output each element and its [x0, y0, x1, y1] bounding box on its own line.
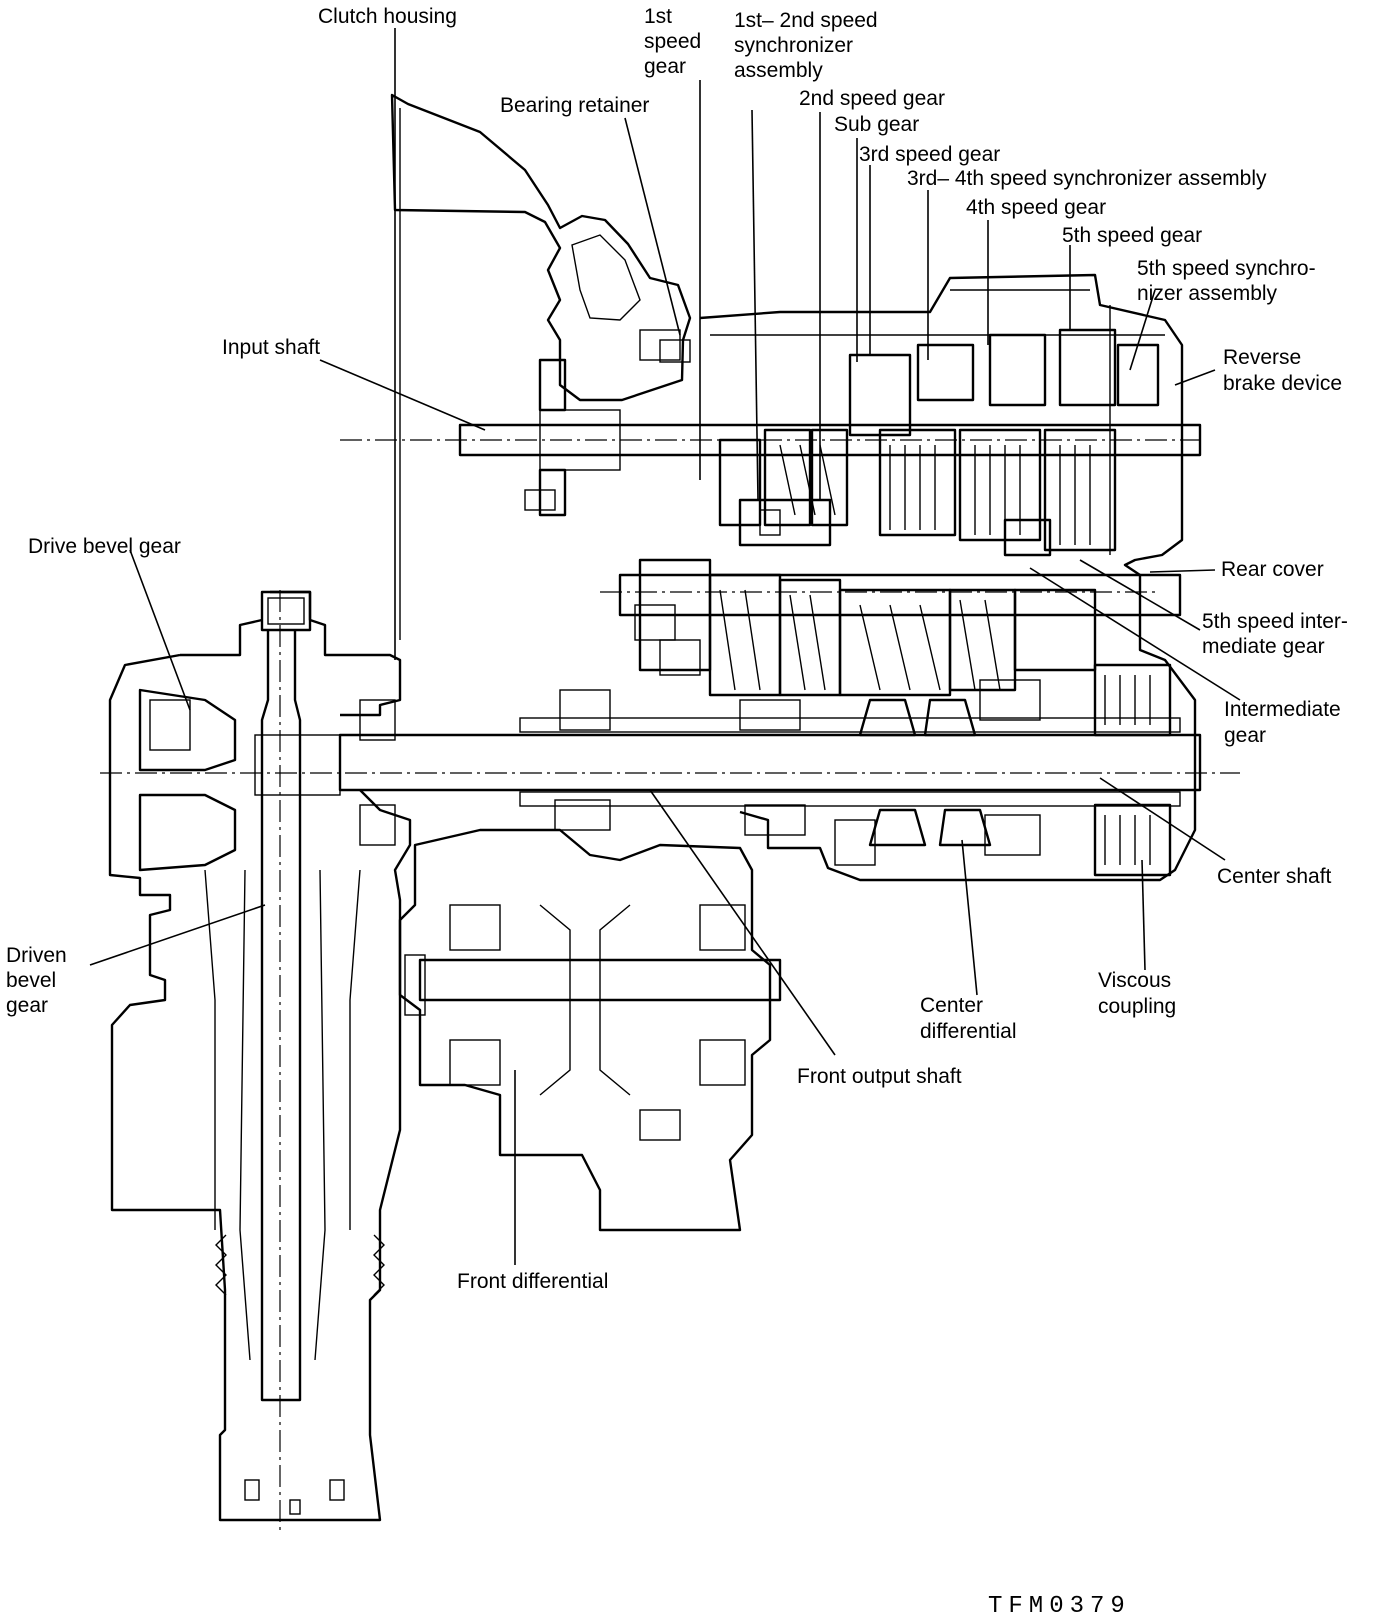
label-drive-bevel-gear: Drive bevel gear	[28, 535, 181, 558]
label-viscous-coupling: Viscous coupling	[1098, 969, 1177, 1018]
label-first-speed-gear: 1st speed gear	[644, 5, 707, 78]
label-rear-cover: Rear cover	[1221, 558, 1324, 581]
label-fifth-speed-synchronizer: 5th speed synchro- nizer assembly	[1137, 257, 1321, 305]
label-first-second-synchronizer: 1st– 2nd speed synchronizer assembly	[734, 9, 883, 82]
label-sub-gear: Sub gear	[834, 113, 919, 136]
callout-labels: Clutch housing 1st speed gear 1st– 2nd s…	[6, 5, 1354, 1620]
label-fifth-speed-gear: 5th speed gear	[1062, 224, 1202, 247]
label-third-fourth-synchronizer: 3rd– 4th speed synchronizer assembly	[907, 167, 1267, 190]
transmission-drawing	[100, 93, 1240, 1530]
label-center-differential: Center differential	[920, 994, 1017, 1043]
label-driven-bevel-gear: Driven bevel gear	[6, 944, 73, 1017]
label-front-output-shaft: Front output shaft	[797, 1065, 962, 1088]
figure-code: TFM0379	[988, 1593, 1131, 1620]
label-third-speed-gear: 3rd speed gear	[859, 143, 1000, 166]
label-input-shaft: Input shaft	[222, 336, 320, 359]
label-center-shaft: Center shaft	[1217, 865, 1332, 888]
label-bearing-retainer: Bearing retainer	[500, 94, 649, 117]
label-intermediate-gear: Intermediate gear	[1224, 698, 1347, 747]
label-front-differential: Front differential	[457, 1270, 608, 1293]
label-reverse-brake-device: Reverse brake device	[1223, 346, 1342, 395]
label-fifth-speed-intermediate-gear: 5th speed inter- mediate gear	[1202, 610, 1354, 658]
label-clutch-housing: Clutch housing	[318, 5, 457, 28]
label-fourth-speed-gear: 4th speed gear	[966, 196, 1106, 219]
leader-lines	[89, 28, 1241, 1265]
label-second-speed-gear: 2nd speed gear	[799, 87, 945, 110]
